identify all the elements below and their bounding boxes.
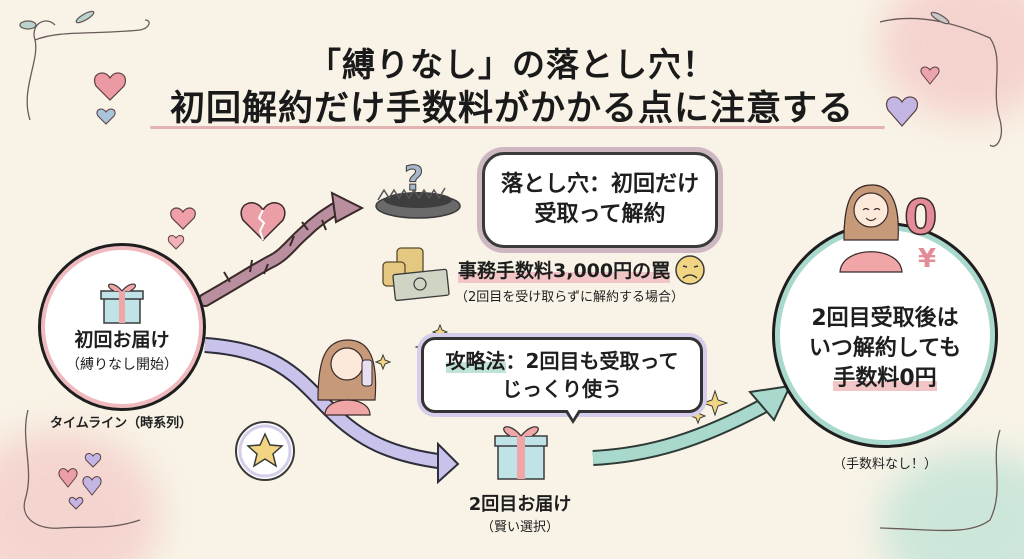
corner-flourish-top-right-icon	[879, 11, 1002, 147]
svg-text:?: ?	[404, 159, 424, 199]
end-node-line-3: 手数料0円	[809, 364, 961, 394]
trap-bubble-line-1: 落とし穴：初回だけ	[500, 172, 699, 197]
title-line-2: 初回解約だけ手数料がかかる点に注意する	[169, 89, 854, 129]
start-node-first-delivery: 初回お届け （縛りなし開始）	[38, 243, 206, 411]
heart-icon	[84, 452, 102, 468]
corner-flourish-bottom-left-icon	[23, 409, 141, 529]
thorny-arrow-icon	[198, 191, 365, 307]
strategy-line-1: 攻略法：2回目も受取って	[445, 347, 679, 375]
end-node-line-1: 2回目受取後は	[811, 306, 959, 331]
end-node-no-fee: 2回目受取後は いつ解約しても 手数料0円	[772, 222, 998, 448]
strategy-line-1-rest: ：2回目も受取って	[505, 349, 679, 373]
end-node-text: 2回目受取後は いつ解約しても 手数料0円	[809, 304, 961, 394]
corner-flourish-bottom-right-icon	[879, 429, 1001, 532]
heart-icon	[167, 234, 185, 250]
end-node-line-3-text: 手数料0円	[833, 366, 937, 391]
heart-icon	[170, 207, 196, 230]
bear-trap-question-icon: ?	[375, 159, 461, 219]
strategy-keyword: 攻略法	[445, 349, 506, 373]
heart-icon	[96, 108, 116, 125]
end-woman-overlay	[839, 184, 903, 273]
gift-box-icon	[100, 283, 144, 324]
gift-box-icon-second	[494, 426, 548, 480]
corner-flourish-top-left-icon	[19, 10, 150, 121]
heart-icon	[94, 72, 126, 101]
heart-icon	[82, 476, 102, 496]
happy-woman-bottle-icon	[317, 339, 377, 416]
trap-bubble-line-2: 受取って解約	[534, 202, 666, 227]
second-node-sublabel: （賢い選択）	[480, 520, 559, 535]
heart-icon	[920, 66, 940, 85]
heart-icon	[58, 468, 78, 488]
start-node-sublabel: （縛りなし開始）	[66, 356, 178, 373]
strategy-line-2: じっくり使う	[502, 377, 622, 401]
timeline-label: タイムライン（時系列）	[50, 416, 193, 431]
trap-bubble: 落とし穴：初回だけ 受取って解約	[482, 152, 718, 248]
star-bubble-icon	[235, 421, 295, 481]
title-divider	[150, 126, 885, 129]
sad-face-icon	[675, 255, 705, 285]
end-node-note: （手数料なし！）	[832, 457, 937, 472]
second-node-label: 2回目お届け	[468, 494, 572, 515]
end-node-line-2: いつ解約しても	[808, 336, 962, 361]
start-node-label: 初回お届け	[74, 328, 170, 351]
heart-icon	[886, 96, 918, 127]
zero-badge-number: 0	[903, 189, 938, 247]
heart-icon	[68, 496, 84, 510]
mint-curve-arrow-icon	[592, 384, 792, 466]
title-line-1: 「縛りなし」の落とし穴！	[308, 45, 716, 84]
yen-symbol: ¥	[918, 244, 937, 274]
broken-heart-icon	[240, 202, 286, 242]
fee-trap-label: 事務手数料3,000円の罠	[458, 256, 671, 283]
money-stack-icon	[382, 247, 450, 302]
strategy-bubble: 攻略法：2回目も受取って じっくり使う	[421, 337, 703, 424]
fee-trap-note: （2回目を受け取らずに解約する場合）	[455, 290, 685, 305]
